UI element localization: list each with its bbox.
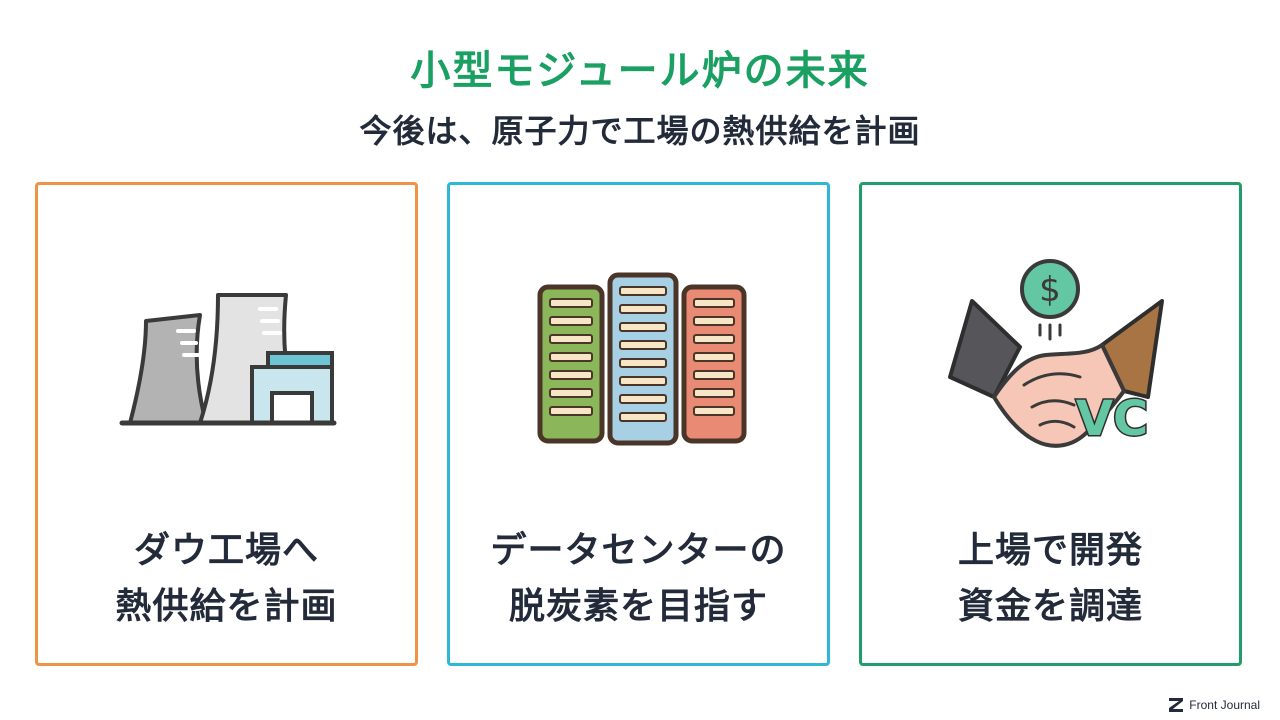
card-caption-line2: 熱供給を計画 <box>115 586 338 627</box>
page-title: 小型モジュール炉の未来 <box>410 48 870 94</box>
coin-symbol: $ <box>1039 270 1061 310</box>
card-caption-line1: データセンターの <box>490 530 787 571</box>
dollar-coin-icon: $ <box>1020 259 1080 341</box>
power-plant-icon <box>119 293 337 426</box>
card-caption: データセンターの 脱炭素を目指す <box>450 523 827 635</box>
brand-credit: Front Journal <box>1169 698 1260 712</box>
vc-badge: VC <box>1076 391 1148 447</box>
card-funding: $ VC 上場で開発 資金を調達 <box>859 182 1242 666</box>
card-caption: ダウ工場へ 熱供給を計画 <box>38 523 415 635</box>
handshake-icon: $ VC <box>948 259 1164 449</box>
card-caption-line2: 脱炭素を目指す <box>508 586 768 627</box>
card-power-plant: ダウ工場へ 熱供給を計画 <box>35 182 418 666</box>
card-caption: 上場で開発 資金を調達 <box>862 523 1239 635</box>
card-caption-line2: 資金を調達 <box>957 586 1143 627</box>
card-caption-line1: ダウ工場へ <box>133 530 319 571</box>
server-rack-icon <box>537 272 747 446</box>
card-caption-line1: 上場で開発 <box>957 530 1143 571</box>
page-subtitle: 今後は、原子力で工場の熱供給を計画 <box>359 112 921 150</box>
front-journal-logo-icon <box>1169 698 1184 712</box>
card-data-center: データセンターの 脱炭素を目指す <box>447 182 830 666</box>
brand-name: Front Journal <box>1189 698 1260 712</box>
